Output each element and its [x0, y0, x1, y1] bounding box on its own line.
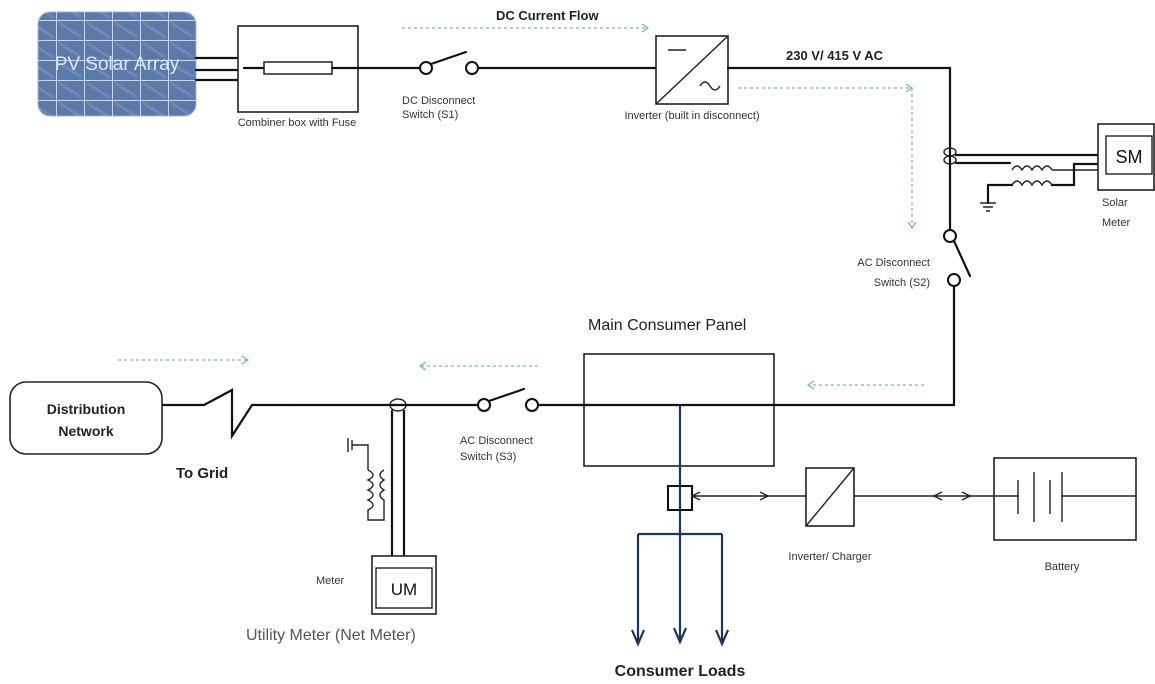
ac-switch-s3-label-line2: Switch (S3): [460, 451, 516, 463]
dc-disconnect-switch-s1: DC Disconnect Switch (S1): [402, 50, 479, 121]
solar-meter: SM Solar Meter: [943, 123, 1155, 232]
battery-icon: [994, 472, 1136, 522]
pv-array: PV Solar Array PV Solar Array: [37, 11, 197, 117]
inverter: Inverter (built in disconnect): [624, 35, 760, 122]
ac-voltage-label: 230 V/ 415 V AC: [786, 48, 884, 63]
main-panel-label: Main Consumer Panel: [588, 317, 746, 334]
inverter-charger: Inverter/ Charger: [788, 467, 872, 563]
utility-meter-caption: Utility Meter (Net Meter): [246, 627, 416, 644]
ac-switch-s2-label-line1: AC Disconnect: [857, 257, 930, 269]
fuse-icon: [263, 61, 333, 75]
utility-meter-box-label: UM: [391, 580, 417, 599]
battery: Battery: [993, 457, 1137, 573]
combiner-label: Combiner box with Fuse: [238, 117, 357, 129]
distribution-label-line1: Distribution: [47, 401, 126, 417]
dc-switch-label-line2: Switch (S1): [402, 109, 458, 121]
ac-switch-s3-label-line1: AC Disconnect: [460, 435, 533, 447]
inverter-charger-label: Inverter/ Charger: [788, 551, 871, 563]
ac-disconnect-switch-s2: AC Disconnect Switch (S2): [857, 229, 972, 289]
ac-switch-s2-label-line2: Switch (S2): [874, 277, 930, 289]
dc-switch-label-line1: DC Disconnect: [402, 95, 475, 107]
meter-label: Meter: [316, 575, 344, 587]
distribution-network: Distribution Network: [9, 381, 163, 455]
distribution-label-line2: Network: [58, 423, 113, 439]
pv-array-label-line1: PV Solar Array: [55, 54, 180, 75]
solar-meter-label-line2: Meter: [1102, 217, 1130, 229]
to-grid-label: To Grid: [176, 465, 228, 482]
load-arrow-icon: [630, 627, 730, 647]
utility-meter: UM Meter Utility Meter (Net Meter): [246, 398, 437, 644]
battery-label: Battery: [1045, 561, 1080, 573]
load-breaker: [667, 485, 693, 511]
combiner-box: Combiner box with Fuse: [237, 25, 360, 129]
dc-current-flow-label: DC Current Flow: [496, 8, 599, 23]
ground-icon: [980, 202, 996, 212]
meter-ground-icon: [347, 438, 369, 470]
inverter-label: Inverter (built in disconnect): [624, 110, 759, 122]
ac-disconnect-switch-s3: AC Disconnect Switch (S3): [460, 387, 539, 463]
solar-meter-label-line1: Solar: [1102, 197, 1128, 209]
main-consumer-panel: Main Consumer Panel: [558, 317, 776, 467]
solar-meter-box-label: SM: [1116, 147, 1143, 167]
consumer-loads-label: Consumer Loads: [615, 663, 746, 680]
